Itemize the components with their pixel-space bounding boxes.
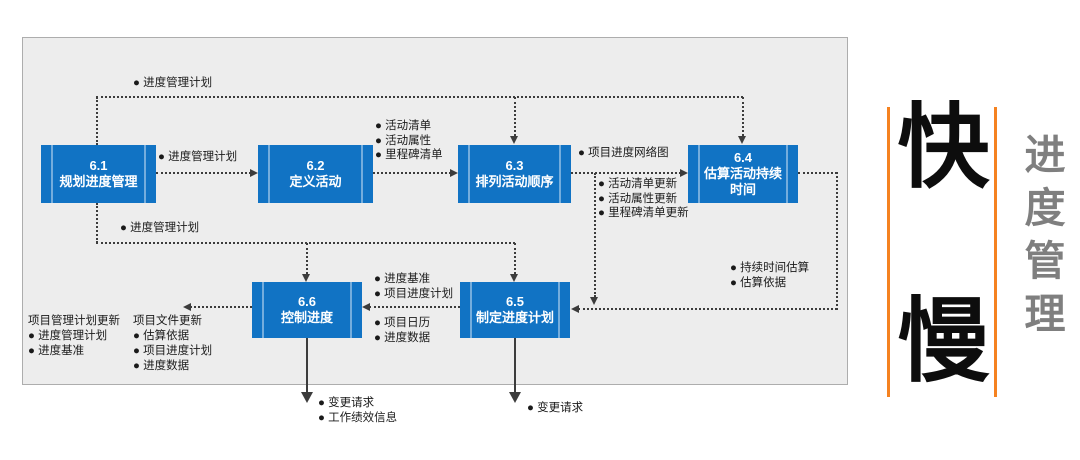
fast-character: 快 <box>897 97 990 199</box>
flow-line <box>373 172 451 174</box>
process-name: 制定进度计划 <box>475 310 554 325</box>
flow-label-61-62: ● 进度管理计划 <box>158 151 238 163</box>
flow-line <box>96 96 743 98</box>
arrowhead-down-into-6-4 <box>738 136 746 144</box>
flow-label-66-outputs-col2: 项目文件更新 ● 估算依据 ● 项目进度计划 ● 进度数据 <box>133 315 213 372</box>
process-number: 6.1 <box>89 158 108 173</box>
flow-line <box>594 173 596 297</box>
flow-line <box>514 243 516 274</box>
arrowhead-into-6-2 <box>250 169 258 177</box>
flow-label-schedule-plan-bottom: ● 进度管理计划 <box>120 222 200 234</box>
flow-line <box>96 203 98 243</box>
diagram-panel <box>22 37 848 385</box>
arrowhead-66-down <box>301 392 313 403</box>
process-name: 估算活动持续 时间 <box>703 166 782 197</box>
arrowhead-junction-into-6-5 <box>590 297 598 305</box>
process-box-6-2: 6.2 定义活动 <box>258 145 373 203</box>
arrowhead-down-into-6-5 <box>510 274 518 282</box>
flow-label-62-63: ● 活动清单 ● 活动属性 ● 里程碑清单 <box>375 120 443 161</box>
orange-divider-left <box>887 107 890 397</box>
arrowhead-66-outputs <box>183 303 191 311</box>
flow-label-65-66-bottom: ● 项目日历 ● 进度数据 <box>374 317 431 344</box>
flow-line <box>836 172 838 310</box>
arrowhead-into-6-5-right <box>571 305 579 313</box>
flow-label-65-66-top: ● 进度基准 ● 项目进度计划 <box>374 273 454 300</box>
arrowhead-into-6-4 <box>680 169 688 177</box>
flow-line-solid <box>514 338 516 394</box>
flow-label-64-outputs: ● 持续时间估算 ● 估算依据 <box>730 262 810 289</box>
flow-line <box>190 306 252 308</box>
flow-label-63-64: ● 项目进度网络图 <box>578 147 669 159</box>
flow-line <box>798 172 837 174</box>
flow-label-66-down: ● 变更请求 ● 工作绩效信息 <box>318 397 398 424</box>
process-name: 控制进度 <box>280 310 333 325</box>
flow-label-66-outputs-col1: 项目管理计划更新 ● 进度管理计划 ● 进度基准 <box>28 315 120 357</box>
arrowhead-down-into-6-3 <box>510 136 518 144</box>
flow-line <box>369 306 460 308</box>
flow-line <box>96 97 98 145</box>
arrowhead-into-6-3 <box>450 169 458 177</box>
flow-line <box>578 308 837 310</box>
flow-line <box>306 243 308 274</box>
process-name: 定义活动 <box>289 174 342 189</box>
flow-label-schedule-plan-top: ● 进度管理计划 <box>133 77 213 89</box>
flow-line-solid <box>306 338 308 394</box>
process-box-6-1: 6.1 规划进度管理 <box>41 145 156 203</box>
process-number: 6.5 <box>505 294 525 309</box>
process-box-6-5: 6.5 制定进度计划 <box>460 282 570 338</box>
vertical-title-schedule-management: 进度管理 <box>1018 133 1064 345</box>
process-number: 6.3 <box>505 158 524 173</box>
flow-line <box>514 97 516 136</box>
orange-divider-right <box>994 107 997 397</box>
slow-character: 慢 <box>897 291 990 393</box>
flow-line <box>571 172 681 174</box>
process-number: 6.6 <box>297 294 317 309</box>
process-number: 6.2 <box>306 158 325 173</box>
flow-label-63-updates: ● 活动清单更新 ● 活动属性更新 ● 里程碑清单更新 <box>598 178 689 219</box>
arrowhead-into-6-6-right <box>362 303 370 311</box>
process-box-6-6: 6.6 控制进度 <box>252 282 362 338</box>
process-name: 排列活动顺序 <box>475 174 554 189</box>
process-number: 6.4 <box>733 150 753 165</box>
flow-line <box>96 242 515 244</box>
arrowhead-down-into-6-6 <box>302 274 310 282</box>
process-box-6-3: 6.3 排列活动顺序 <box>458 145 571 203</box>
arrowhead-65-down <box>509 392 521 403</box>
flow-label-65-down: ● 变更请求 <box>527 402 584 414</box>
flow-line <box>742 97 744 136</box>
process-box-6-4: 6.4 估算活动持续 时间 <box>688 145 798 203</box>
flow-line <box>156 172 251 174</box>
process-name: 规划进度管理 <box>59 174 138 189</box>
